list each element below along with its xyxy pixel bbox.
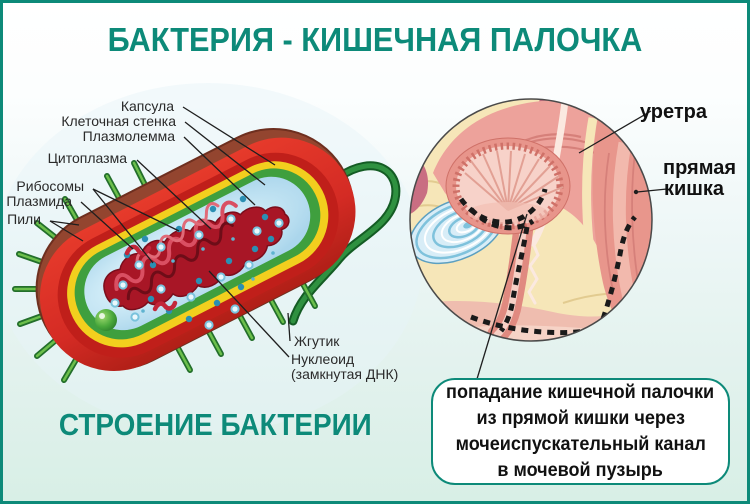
label-rectum-line2: кишка [663, 178, 725, 200]
label-urethra: уретра [639, 101, 707, 123]
nucleoid-shape [103, 200, 290, 311]
note-line-4: в мочевой пузырь [497, 459, 664, 481]
note-line-1: попадание кишечной палочки [446, 381, 715, 403]
note-box: попадание кишечной палочки из прямой киш… [431, 378, 730, 485]
bladder-shape [445, 137, 571, 235]
label-plasmolemma: Плазмолемма [82, 128, 175, 144]
label-capsule: Капсула [120, 98, 174, 114]
illustrations [3, 83, 668, 433]
label-flagellum: Жгутик [294, 333, 340, 349]
flagellum-shape [288, 161, 401, 326]
granule-sphere [95, 309, 117, 331]
highlight-chevron [586, 340, 603, 341]
bacterium-caption: СТРОЕНИЕ БАКТЕРИИ [58, 407, 372, 442]
anatomy-illustration [409, 98, 653, 342]
label-nucleoid-sub: (замкнутая ДНК) [291, 366, 399, 382]
label-pili: Пили [7, 211, 41, 227]
ribosome-dots [110, 195, 284, 330]
label-rectum-line1: прямая [663, 157, 737, 179]
label-cell-wall: Клеточная стенка [61, 113, 176, 129]
note-line-2: из прямой кишки через [476, 407, 685, 429]
note-line-3: мочеиспускательный канал [455, 433, 706, 455]
pili-group [12, 160, 318, 383]
leader-lines [49, 106, 668, 380]
label-plasmid: Плазмида [6, 193, 72, 209]
plasmid-shapes [124, 244, 178, 312]
label-nucleoid: Нуклеоид [291, 351, 355, 367]
label-ribosomes: Рибосомы [16, 178, 84, 194]
page-title: БАКТЕРИЯ - КИШЕЧНАЯ ПАЛОЧКА [107, 21, 643, 58]
label-rectum: прямая кишка [663, 157, 737, 200]
circle-outline [409, 98, 653, 342]
bacterium-illustration [12, 128, 401, 383]
label-cytoplasm: Цитоплазма [47, 150, 127, 166]
